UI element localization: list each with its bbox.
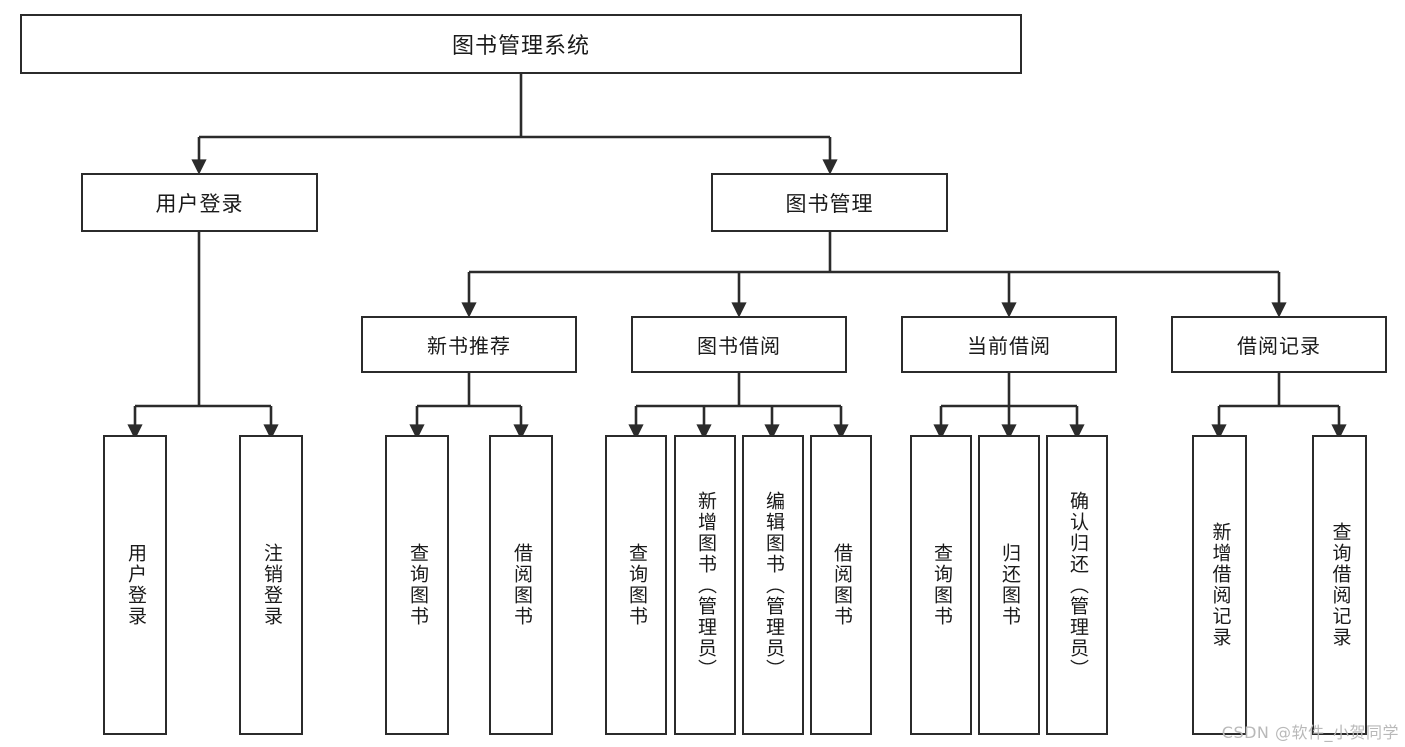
leaf-borrow-book-1[interactable]: 借阅图书 [489,435,553,735]
leaf-confirm-return[interactable]: 确认归还（管理员） [1046,435,1108,735]
node-root[interactable]: 图书管理系统 [20,14,1022,74]
node-user-login[interactable]: 用户登录 [81,173,318,232]
node-book-borrow[interactable]: 图书借阅 [631,316,847,373]
leaf-logout-label: 注销登录 [260,543,283,627]
node-new-book-recommend-label: 新书推荐 [427,334,511,358]
leaf-borrow-book-2-label: 借阅图书 [830,543,853,627]
node-new-book-recommend[interactable]: 新书推荐 [361,316,577,373]
leaf-query-borrow-record-label: 查询借阅记录 [1329,522,1352,648]
leaf-return-book-label: 归还图书 [998,543,1021,627]
node-borrow-record[interactable]: 借阅记录 [1171,316,1387,373]
leaf-query-book-2-label: 查询图书 [625,543,648,627]
leaf-add-book-label: 新增图书（管理员） [694,490,717,680]
leaf-query-book-1[interactable]: 查询图书 [385,435,449,735]
leaf-query-borrow-record[interactable]: 查询借阅记录 [1312,435,1367,735]
leaf-add-borrow-record[interactable]: 新增借阅记录 [1192,435,1247,735]
leaf-user-login-label: 用户登录 [124,543,147,627]
leaf-logout[interactable]: 注销登录 [239,435,303,735]
node-book-manage[interactable]: 图书管理 [711,173,948,232]
leaf-query-book-1-label: 查询图书 [406,543,429,627]
node-book-manage-label: 图书管理 [785,191,874,216]
leaf-confirm-return-label: 确认归还（管理员） [1066,490,1089,680]
leaf-return-book[interactable]: 归还图书 [978,435,1040,735]
leaf-user-login[interactable]: 用户登录 [103,435,167,735]
csdn-watermark: CSDN @软件_小贺同学 [1221,723,1399,742]
leaf-query-book-3[interactable]: 查询图书 [910,435,972,735]
node-borrow-record-label: 借阅记录 [1237,334,1321,358]
node-current-borrow-label: 当前借阅 [967,334,1051,358]
leaf-edit-book-label: 编辑图书（管理员） [762,490,785,680]
leaf-add-borrow-record-label: 新增借阅记录 [1209,522,1232,648]
leaf-add-book[interactable]: 新增图书（管理员） [674,435,736,735]
leaf-query-book-3-label: 查询图书 [930,543,953,627]
leaf-edit-book[interactable]: 编辑图书（管理员） [742,435,804,735]
node-current-borrow[interactable]: 当前借阅 [901,316,1117,373]
node-user-login-label: 用户登录 [155,191,244,216]
leaf-borrow-book-1-label: 借阅图书 [510,543,533,627]
leaf-query-book-2[interactable]: 查询图书 [605,435,667,735]
leaf-borrow-book-2[interactable]: 借阅图书 [810,435,872,735]
node-root-label: 图书管理系统 [451,34,590,59]
node-book-borrow-label: 图书借阅 [697,334,781,358]
